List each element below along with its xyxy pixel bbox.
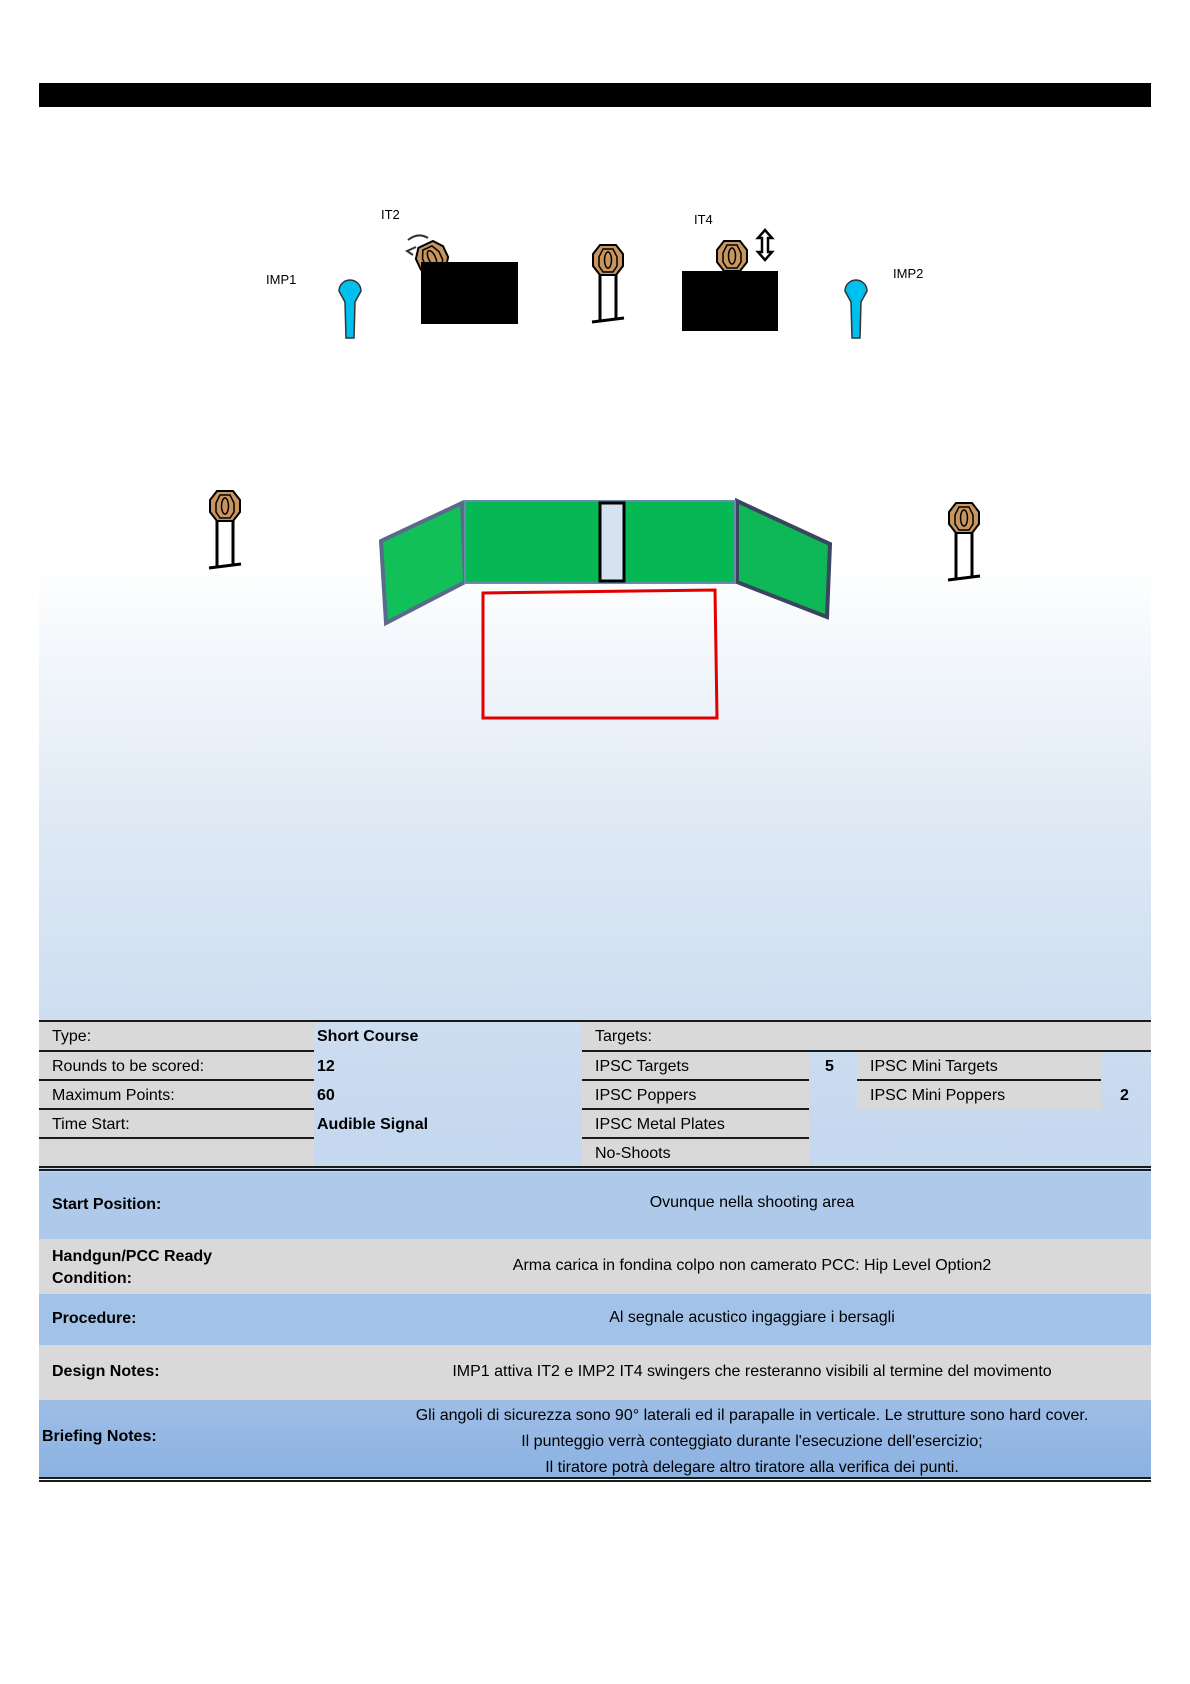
swinger-target-it2-icon — [404, 234, 453, 279]
briefing-notes-row: Briefing Notes: Gli angoli di sicurezza … — [39, 1400, 1151, 1478]
targets-label: Targets: — [582, 1022, 1151, 1051]
shooting-area-fault-line — [481, 588, 719, 720]
briefing-line: Il punteggio verrà conteggiato durante l… — [521, 1433, 983, 1450]
design-notes-row: Design Notes: IMP1 attiva IT2 e IMP2 IT4… — [39, 1345, 1151, 1400]
procedure-row: Procedure: Al segnale acustico ingaggiar… — [39, 1294, 1151, 1345]
target-type-mini-poppers: IPSC Mini Poppers — [857, 1081, 1101, 1110]
target-type-metal-plates: IPSC Metal Plates — [582, 1110, 809, 1139]
target-stand-center-icon — [592, 245, 624, 322]
popper-imp2-icon — [844, 279, 868, 339]
time-start-label: Time Start: — [39, 1110, 314, 1139]
label-it2: IT2 — [381, 207, 400, 222]
briefing-notes-label: Briefing Notes: — [42, 1428, 157, 1445]
target-stand-left-icon — [209, 491, 241, 568]
label-imp1: IMP1 — [266, 272, 297, 287]
target-stand-right-icon — [948, 503, 980, 580]
start-position-value: Ovunque nella shooting area — [649, 1194, 855, 1211]
rounds-value: 12 — [317, 1058, 335, 1075]
target-type-ipsc-poppers: IPSC Poppers — [582, 1081, 809, 1110]
target-type-ipsc-targets: IPSC Targets — [582, 1052, 809, 1081]
ready-condition-value: Arma carica in fondina colpo non camerat… — [512, 1257, 992, 1274]
label-it4: IT4 — [694, 212, 713, 227]
ready-condition-row: Handgun/PCC Ready Condition: Arma carica… — [39, 1239, 1151, 1294]
stage-diagram — [0, 228, 1190, 720]
points-label: Maximum Points: — [39, 1081, 314, 1110]
hard-cover-barrel-1 — [421, 262, 518, 324]
popper-imp1-icon — [338, 279, 362, 339]
wall-structure — [378, 497, 833, 627]
target-count-ipsc-targets: 5 — [825, 1058, 834, 1075]
target-type-no-shoots: No-Shoots — [582, 1139, 809, 1168]
points-value: 60 — [317, 1087, 335, 1104]
procedure-value: Al segnale acustico ingaggiare i bersagl… — [609, 1309, 895, 1326]
briefing-line: Il tiratore potrà delegare altro tirator… — [545, 1459, 959, 1476]
header-bar — [39, 83, 1151, 107]
target-type-mini-targets: IPSC Mini Targets — [857, 1052, 1101, 1081]
up-down-arrow-icon — [755, 228, 775, 262]
table-bottom-rule — [39, 1477, 1151, 1479]
type-value: Short Course — [317, 1028, 419, 1045]
ready-condition-label: Handgun/PCC Ready Condition: — [52, 1248, 213, 1287]
start-position-label: Start Position: — [52, 1196, 162, 1213]
design-notes-value: IMP1 attiva IT2 e IMP2 IT4 swingers che … — [452, 1363, 1052, 1380]
target-count-mini-poppers: 2 — [1120, 1087, 1129, 1104]
hard-cover-barrel-2 — [682, 271, 778, 331]
type-label: Type: — [39, 1022, 314, 1051]
procedure-label: Procedure: — [52, 1310, 137, 1327]
window-port — [598, 501, 626, 583]
design-notes-label: Design Notes: — [52, 1363, 160, 1380]
swinger-target-it4-icon — [716, 240, 748, 272]
rounds-label: Rounds to be scored: — [39, 1052, 314, 1081]
time-start-value: Audible Signal — [317, 1116, 429, 1133]
briefing-line: Gli angoli di sicurezza sono 90° lateral… — [415, 1407, 1089, 1424]
start-position-row: Start Position: Ovunque nella shooting a… — [39, 1172, 1151, 1239]
label-imp2: IMP2 — [893, 266, 924, 281]
